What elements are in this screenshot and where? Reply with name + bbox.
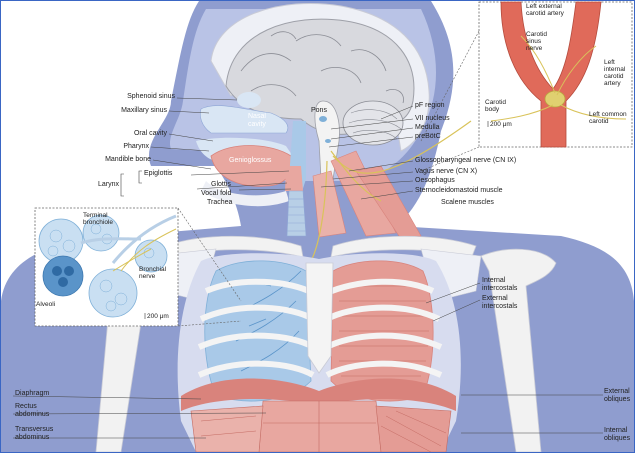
label-scale-alveoli: 200 μm	[147, 313, 169, 320]
label-mandible-bone: Mandible bone	[71, 156, 151, 164]
label-terminal-bronchiole: Terminal bronchiole	[83, 212, 113, 226]
label-external-obliques: External obliques	[604, 388, 630, 404]
label-trachea: Trachea	[207, 199, 232, 207]
label-line: Carotid	[485, 99, 506, 106]
label-rectus-abdominus: Rectus abdominus	[15, 403, 49, 419]
label-vii-nucleus: VII nucleus	[415, 115, 450, 123]
label-line: Carotid	[526, 31, 547, 38]
label-transversus-abdominus: Transversus abdominus	[15, 426, 53, 442]
label-internal-intercostals: Internal intercostals	[482, 277, 517, 293]
label-line: External	[482, 295, 517, 303]
sternum	[306, 263, 333, 373]
label-line: obliques	[604, 435, 630, 443]
label-external-intercostals: External intercostals	[482, 295, 517, 311]
pons-dot	[319, 116, 327, 122]
label-line: Internal	[604, 427, 630, 435]
label-line: nerve	[526, 45, 547, 52]
label-oral-cavity: Oral cavity	[87, 130, 167, 138]
label-medulla: Medulla	[415, 124, 440, 132]
label-line: sinus	[526, 38, 547, 45]
label-left-external-carotid-artery: Left external carotid artery	[526, 3, 564, 17]
label-larynx: Larynx	[85, 181, 119, 189]
carotid-body-shape	[545, 91, 565, 107]
label-line: artery	[604, 80, 625, 87]
label-pharynx: Pharynx	[87, 143, 149, 151]
label-line: internal	[604, 66, 625, 73]
label-line: Rectus	[15, 403, 49, 411]
label-genioglossus: Genioglossus	[229, 157, 271, 165]
label-line: Transversus	[15, 426, 53, 434]
medulla-dot	[325, 139, 331, 143]
label-line: obliques	[604, 396, 630, 404]
label-line: nerve	[139, 273, 166, 280]
label-line: abdominus	[15, 411, 49, 419]
sphenoid-sinus-shape	[237, 92, 261, 108]
label-vocal-fold: Vocal fold	[201, 190, 231, 198]
label-carotid-sinus-nerve: Carotid sinus nerve	[526, 31, 547, 52]
label-line: Nasal	[248, 113, 266, 121]
label-sphenoid-sinus: Sphenoid sinus	[97, 93, 175, 101]
label-vagus-nerve: Vagus nerve (CN X)	[415, 168, 477, 176]
label-line: Internal	[482, 277, 517, 285]
label-line: carotid artery	[526, 10, 564, 17]
trachea-shape	[287, 191, 306, 236]
label-line: intercostals	[482, 303, 517, 311]
label-line: Bronchial	[139, 266, 166, 273]
cerebellum	[343, 101, 403, 145]
label-scale-carotid: 200 μm	[490, 121, 512, 128]
label-nasal-cavity: Nasal cavity	[248, 113, 266, 129]
label-line: Left common	[589, 111, 627, 118]
label-bronchial-nerve: Bronchial nerve	[139, 266, 166, 280]
label-pf-region: pF region	[415, 102, 445, 110]
label-carotid-body: Carotid body	[485, 99, 506, 113]
label-line: carotid	[604, 73, 625, 80]
label-line: Left external	[526, 3, 564, 10]
label-prebotc: preBötC	[415, 133, 441, 141]
label-line: body	[485, 106, 506, 113]
label-glossopharyngeal-nerve: Glossopharyngeal nerve (CN IX)	[415, 157, 516, 165]
label-scalene: Scalene muscles	[441, 199, 494, 207]
label-line: carotid	[589, 118, 627, 125]
larynx-shape	[285, 166, 303, 191]
label-internal-obliques: Internal obliques	[604, 427, 630, 443]
label-line: intercostals	[482, 285, 517, 293]
rectus-abdominus-shape	[259, 401, 381, 452]
label-alveoli: Alveoli	[36, 301, 55, 308]
label-glottis: Glottis	[211, 181, 231, 189]
label-line: bronchiole	[83, 219, 113, 226]
label-left-internal-carotid-artery: Left internal carotid artery	[604, 59, 625, 87]
label-line: abdominus	[15, 434, 53, 442]
label-line: Left	[604, 59, 625, 66]
label-diaphragm: Diaphragm	[15, 390, 49, 398]
label-line: External	[604, 388, 630, 396]
label-maxillary-sinus: Maxillary sinus	[97, 107, 167, 115]
label-sternocleidomastoid: Sternocleidomastoid muscle	[415, 187, 503, 195]
label-pons: Pons	[311, 107, 327, 115]
label-epiglottis: Epiglottis	[144, 170, 172, 178]
label-line: cavity	[248, 121, 266, 129]
label-left-common-carotid: Left common carotid	[589, 111, 627, 125]
label-line: Terminal	[83, 212, 113, 219]
label-oesophagus: Oesophagus	[415, 177, 455, 185]
